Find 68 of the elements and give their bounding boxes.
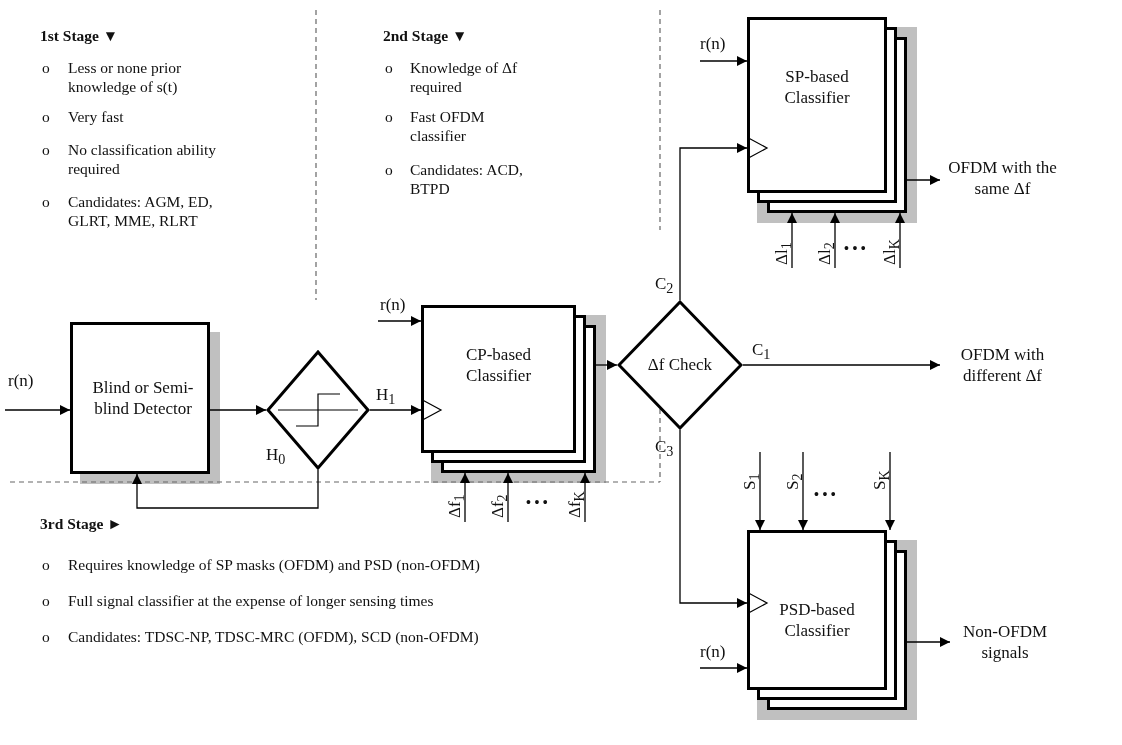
arrow xyxy=(885,451,895,531)
arrow xyxy=(755,451,765,531)
ellipsis-dots: • • • xyxy=(526,494,548,512)
bullet-marker: o xyxy=(385,58,393,78)
ellipsis-dots: • • • xyxy=(844,240,866,258)
bullet-marker: o xyxy=(385,160,393,180)
bullet-item: Candidates: ACD, BTPD xyxy=(410,160,524,199)
bullet-item: No classification ability required xyxy=(68,140,218,179)
arrow xyxy=(209,405,267,415)
bullet-item: Very fast xyxy=(68,107,125,127)
arrow xyxy=(699,56,748,66)
bullet-item: Candidates: TDSC-NP, TDSC-MRC (OFDM), SCD (non-OFDM) xyxy=(68,627,480,647)
block-label: SP-based Classifier xyxy=(783,65,851,109)
arrow xyxy=(895,212,905,269)
stage-heading: 2nd Stage ▼ xyxy=(383,26,468,46)
arrow xyxy=(132,469,319,509)
bullet-marker: o xyxy=(42,555,50,575)
signal-label: r(n) xyxy=(380,296,406,313)
arrow xyxy=(906,637,951,647)
arrow xyxy=(906,175,941,185)
arrow xyxy=(787,212,797,269)
stage-heading: 3rd Stage ► xyxy=(40,514,123,534)
arrow xyxy=(679,143,748,301)
arrow xyxy=(679,429,748,608)
stage-heading: 1st Stage ▼ xyxy=(40,26,119,46)
output-label: OFDM with the same Δf xyxy=(947,156,1058,200)
bullet-marker: o xyxy=(42,58,50,78)
signal-label: C$_{2}$ xyxy=(655,275,674,296)
bullet-marker: o xyxy=(42,140,50,160)
threshold-diamond xyxy=(266,350,370,470)
ellipsis-dots: • • • xyxy=(814,486,836,504)
signal-label: r(n) xyxy=(700,643,726,660)
arrow xyxy=(580,472,590,523)
block-label: Δf Check xyxy=(646,354,714,377)
bullet-item: Fast OFDM classifier xyxy=(410,107,486,146)
signal-label: r(n) xyxy=(700,35,726,52)
decision-diamond xyxy=(617,300,743,430)
block-label: CP-based Classifier xyxy=(464,343,533,387)
signal-label: r(n) xyxy=(8,372,34,389)
bullet-item: Knowledge of Δf required xyxy=(410,58,519,97)
arrow xyxy=(503,472,513,523)
arrow xyxy=(798,451,808,531)
arrow xyxy=(460,472,470,523)
signal-label: C$_{1}$ xyxy=(752,341,771,362)
signal-label: H$_{0}$ xyxy=(266,446,286,467)
output-label: Non-OFDM signals xyxy=(961,620,1049,664)
bullet-marker: o xyxy=(42,107,50,127)
arrow xyxy=(742,360,941,370)
detector-box xyxy=(70,322,210,474)
bullet-marker: o xyxy=(385,107,393,127)
bullet-marker: o xyxy=(42,627,50,647)
block-label: PSD-based Classifier xyxy=(778,598,856,642)
bullet-item: Requires knowledge of SP masks (OFDM) and PSD (non-OFDM) xyxy=(68,555,481,575)
bullet-item: Full signal classifier at the expense of longer sensing times xyxy=(68,591,435,611)
arrow xyxy=(830,212,840,269)
block-label: Blind or Semi-blind Detector xyxy=(91,376,195,420)
bullet-marker: o xyxy=(42,192,50,212)
arrow xyxy=(699,663,748,673)
bullet-item: Candidates: AGM, ED, GLRT, MME, RLRT xyxy=(68,192,214,231)
arrow xyxy=(4,405,71,415)
signal-label: H$_{1}$ xyxy=(376,386,396,407)
signal-label: C$_{3}$ xyxy=(655,438,674,459)
output-label: OFDM with different Δf xyxy=(959,343,1046,387)
bullet-item: Less or none prior knowledge of s(t) xyxy=(68,58,183,97)
arrow xyxy=(377,316,422,326)
arrow xyxy=(595,360,618,370)
arrow xyxy=(369,405,422,415)
bullet-marker: o xyxy=(42,591,50,611)
